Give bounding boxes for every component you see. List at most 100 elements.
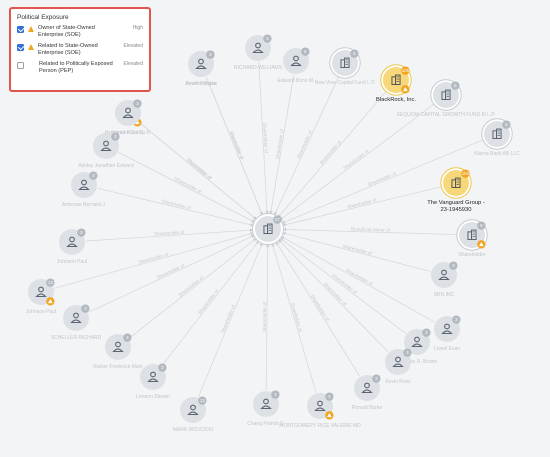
person-icon: [78, 179, 90, 191]
count-badge: 3: [452, 315, 461, 324]
edge-label: Shareholder of: [367, 171, 397, 187]
svg-text:9: 9: [480, 223, 483, 228]
edge-line: [54, 232, 254, 289]
node-label: Douglas R. Brown: [397, 359, 438, 365]
count-badge: 6: [502, 120, 511, 129]
building-icon: [263, 223, 273, 235]
filter-row-related-pep[interactable]: Related to Politically Exposed Person (P…: [17, 61, 143, 75]
node-label: BlackRock, Inc.: [376, 97, 416, 103]
building-icon: [340, 57, 350, 68]
svg-text:3: 3: [126, 335, 129, 340]
svg-text:102: 102: [462, 171, 470, 176]
svg-text:13: 13: [200, 398, 205, 403]
person-icon: [66, 236, 78, 248]
edge-line: [278, 239, 389, 353]
edge-label: Shareholder of: [319, 139, 343, 166]
svg-text:6: 6: [304, 49, 307, 54]
count-badge: 3: [263, 34, 272, 43]
svg-text:13: 13: [48, 280, 53, 285]
filter-row-related-soe[interactable]: Related to State-Owned Enterprise (SOE) …: [17, 43, 143, 57]
warning-icon: [401, 85, 410, 94]
count-badge: 13: [46, 278, 55, 287]
person-icon: [112, 341, 124, 353]
count-badge: 3: [206, 50, 215, 59]
building-icon: [451, 177, 461, 189]
edge-label: Shareholder of: [310, 293, 331, 322]
count-badge: 27: [273, 215, 282, 224]
node-label: Hernandez Carlos R.: [105, 130, 152, 136]
count-badge: 3: [133, 99, 142, 108]
building-icon: [391, 74, 401, 86]
political-exposure-panel: Political Exposure Owner of State-Owned …: [9, 7, 151, 92]
edge-line: [258, 61, 268, 215]
node-label: SCHELLER RICHARD: [51, 335, 102, 341]
center-company-node[interactable]: 27: [252, 213, 284, 245]
risk-level-related-soe: Elevated: [123, 43, 143, 49]
person-icon: [35, 286, 47, 298]
checkbox-related-soe[interactable]: [17, 43, 24, 51]
node-label: Klarna Bank AB LLC: [474, 151, 520, 157]
count-badge: 3: [325, 392, 334, 401]
svg-text:3: 3: [136, 101, 139, 106]
checkbox-related-pep[interactable]: [17, 62, 24, 69]
node-label: SEQUOIA CAPITAL GROWTH FUND III L.P.: [397, 112, 496, 118]
node-label: Xavier Rolet C.: [111, 130, 145, 136]
node-label: Shareholder: [458, 252, 486, 258]
edge-line: [118, 152, 255, 223]
svg-text:3: 3: [114, 134, 117, 139]
person-icon: [438, 269, 450, 281]
count-badge: 6: [451, 81, 460, 90]
warning-icon: [325, 411, 334, 420]
filter-label-owner-soe: Owner of State-Owned Enterprise (SOE): [38, 25, 95, 38]
filter-row-owner-soe[interactable]: Owner of State-Owned Enterprise (SOE) Hi…: [17, 25, 143, 39]
node-label: Ashley Jonathan Edward: [78, 163, 134, 169]
svg-text:3: 3: [274, 392, 277, 397]
edge-line: [138, 121, 257, 220]
checkbox-owner-soe[interactable]: [17, 25, 24, 33]
building-icon: [441, 89, 451, 101]
person-icon: [100, 140, 112, 152]
building-icon: [467, 229, 477, 241]
graph-nodes: 6Xavier Rolet C.3Jennifer Burke3RICHARD …: [26, 34, 520, 433]
count-badge: 3: [449, 261, 458, 270]
person-icon: [260, 398, 272, 410]
edge-line: [205, 76, 263, 216]
edge-line: [277, 90, 388, 218]
svg-text:3: 3: [425, 330, 428, 335]
svg-text:3: 3: [161, 365, 164, 370]
person-icon: [290, 55, 302, 67]
person-icon: [70, 312, 82, 324]
edge-line: [88, 234, 255, 313]
filter-label-related-pep: Related to Politically Exposed Person (P…: [39, 61, 113, 74]
edge-line: [85, 229, 254, 242]
count-badge: 3: [123, 333, 132, 342]
count-badge: 3: [111, 132, 120, 141]
edge-label: Shareholder of: [186, 157, 213, 181]
